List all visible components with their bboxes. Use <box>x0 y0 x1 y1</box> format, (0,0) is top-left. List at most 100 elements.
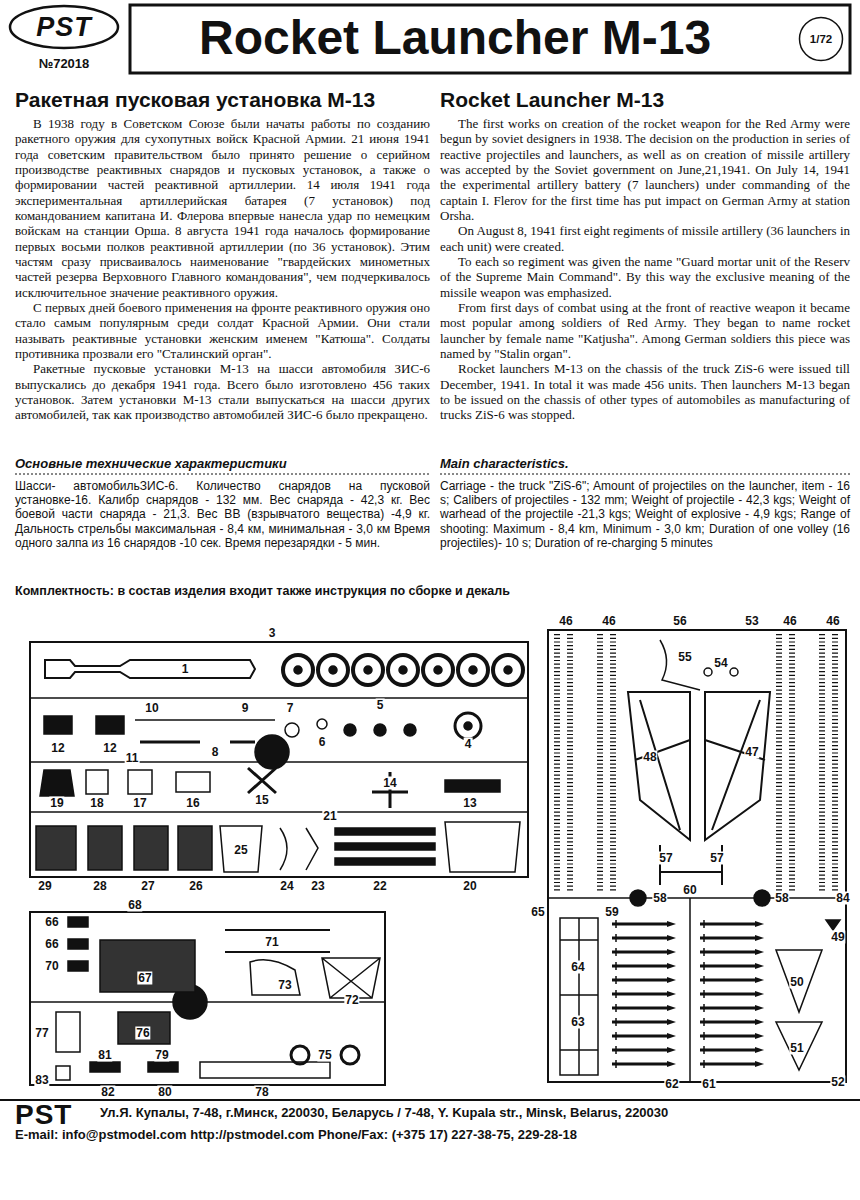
sprue-frame-a <box>404 724 416 736</box>
rule-line <box>0 1099 860 1101</box>
sprue-frame-a <box>30 811 528 813</box>
rocket-rows <box>612 962 676 970</box>
sprue-frame-c <box>548 630 846 1082</box>
sprue-frame-a <box>493 655 523 685</box>
part-number: 12 <box>50 742 65 755</box>
part-number: 47 <box>744 746 759 759</box>
rocket-rows <box>612 990 676 998</box>
sprue-frame-a <box>36 826 76 870</box>
part-number: 51 <box>789 1042 804 1055</box>
sprue-frame-c <box>560 918 598 1075</box>
part-number: 20 <box>462 880 477 893</box>
contact-line: E-mail: info@pstmodel.com http://pstmode… <box>15 1127 577 1143</box>
part-number: 80 <box>157 1086 172 1099</box>
part-number: 25 <box>233 844 248 857</box>
part-number: 50 <box>789 976 804 989</box>
part-number: 1 <box>181 663 190 676</box>
brand-mark: PST <box>15 1103 72 1127</box>
sprue-frame-a <box>374 724 386 736</box>
part-number: 4 <box>464 738 473 751</box>
part-number: 56 <box>672 615 687 628</box>
sprue-frame-b <box>90 1062 120 1072</box>
sprue-frame-a <box>30 697 528 699</box>
rocket-rows <box>612 920 764 1068</box>
sprue-frame-c <box>776 1022 822 1070</box>
part-number: 6 <box>318 736 327 749</box>
sprue-frame-b <box>68 917 88 927</box>
sprue-frame-a <box>45 660 255 678</box>
text-column: The first works on creation of the rocke… <box>440 116 850 423</box>
sprue-frame-a <box>469 666 477 674</box>
body-paragraph: Ракетные пусковые установки М-13 на шасс… <box>15 361 430 422</box>
sprue-frame-a <box>285 723 299 737</box>
rocket-rows <box>612 976 676 984</box>
part-number: 82 <box>100 1086 115 1099</box>
sprue-frame-c <box>554 634 560 893</box>
part-number: 84 <box>835 892 850 905</box>
rule-line <box>440 474 850 475</box>
part-number: 46 <box>601 615 616 628</box>
rocket-rows <box>612 948 676 956</box>
scale-circle: 1/72 <box>798 16 844 62</box>
rocket-rows <box>612 1018 676 1026</box>
address-line: Ул.Я. Купалы, 7-48, г.Минск, 220030, Бел… <box>100 1105 668 1121</box>
rocket-rows <box>700 976 764 984</box>
sprue-frame-b <box>30 912 385 1085</box>
kit-note: Комплектность: в состав изделия входит т… <box>15 584 510 599</box>
sprue-frame-b <box>200 1062 330 1078</box>
part-number: 55 <box>677 651 692 664</box>
body-paragraph: В 1938 году в Советском Союзе были начат… <box>15 116 430 300</box>
rocket-rows <box>700 1018 764 1026</box>
part-number: 12 <box>102 742 117 755</box>
sprue-frame-b <box>100 940 195 992</box>
sprue-frame-a <box>335 858 435 865</box>
part-number: 17 <box>132 797 147 810</box>
logo-oval <box>10 6 118 48</box>
sprue-frame-c <box>548 630 846 1082</box>
part-number: 57 <box>658 852 673 865</box>
sprue-frame-a <box>134 826 168 870</box>
part-number: 18 <box>89 797 104 810</box>
part-number: 58 <box>774 892 789 905</box>
sprue-frame-c <box>754 890 770 906</box>
sprue-frame-a <box>504 666 512 674</box>
sprue-frame-a <box>88 826 122 870</box>
rocket-rows <box>700 934 764 942</box>
sprue-frame-a <box>30 642 528 877</box>
part-number: 67 <box>137 972 152 985</box>
part-number: 62 <box>664 1078 679 1091</box>
body-paragraph: On August 8, 1941 first eight regiments … <box>440 223 850 254</box>
rocket-rows <box>700 1060 764 1068</box>
sprue-frame-a <box>283 655 523 685</box>
sprue-frame-a <box>294 666 302 674</box>
part-number: 13 <box>462 797 477 810</box>
sprue-frame-a <box>372 772 408 808</box>
sprue-frame-c <box>567 634 573 893</box>
sprue-frame-a <box>230 741 255 744</box>
part-number: 21 <box>322 810 337 823</box>
part-number: 52 <box>830 1076 845 1089</box>
part-number: 75 <box>317 1049 332 1062</box>
part-number: 71 <box>264 936 279 949</box>
sprue-frame-b <box>225 951 330 953</box>
scale-ring <box>800 18 843 61</box>
part-number: 53 <box>744 615 759 628</box>
rocket-rows <box>700 1032 764 1040</box>
part-number: 46 <box>782 615 797 628</box>
part-number: 81 <box>97 1049 112 1062</box>
part-number: 15 <box>254 794 269 807</box>
part-number: 66 <box>44 916 59 929</box>
page-title: Rocket Launcher M-13 <box>199 12 711 64</box>
part-number: 49 <box>830 931 845 944</box>
rocket-rows <box>700 1004 764 1012</box>
sprue-frame-a <box>128 770 152 794</box>
rule-line <box>15 474 430 475</box>
part-number: 28 <box>92 880 107 893</box>
part-number: 70 <box>44 960 59 973</box>
body-paragraph: The first works on creation of the rocke… <box>440 116 850 223</box>
part-number: 5 <box>376 699 385 712</box>
sprue-frame-b <box>341 1046 359 1064</box>
header-frame <box>130 5 850 73</box>
sprue-frame-a <box>135 719 275 721</box>
rocket-rows <box>612 1032 676 1040</box>
